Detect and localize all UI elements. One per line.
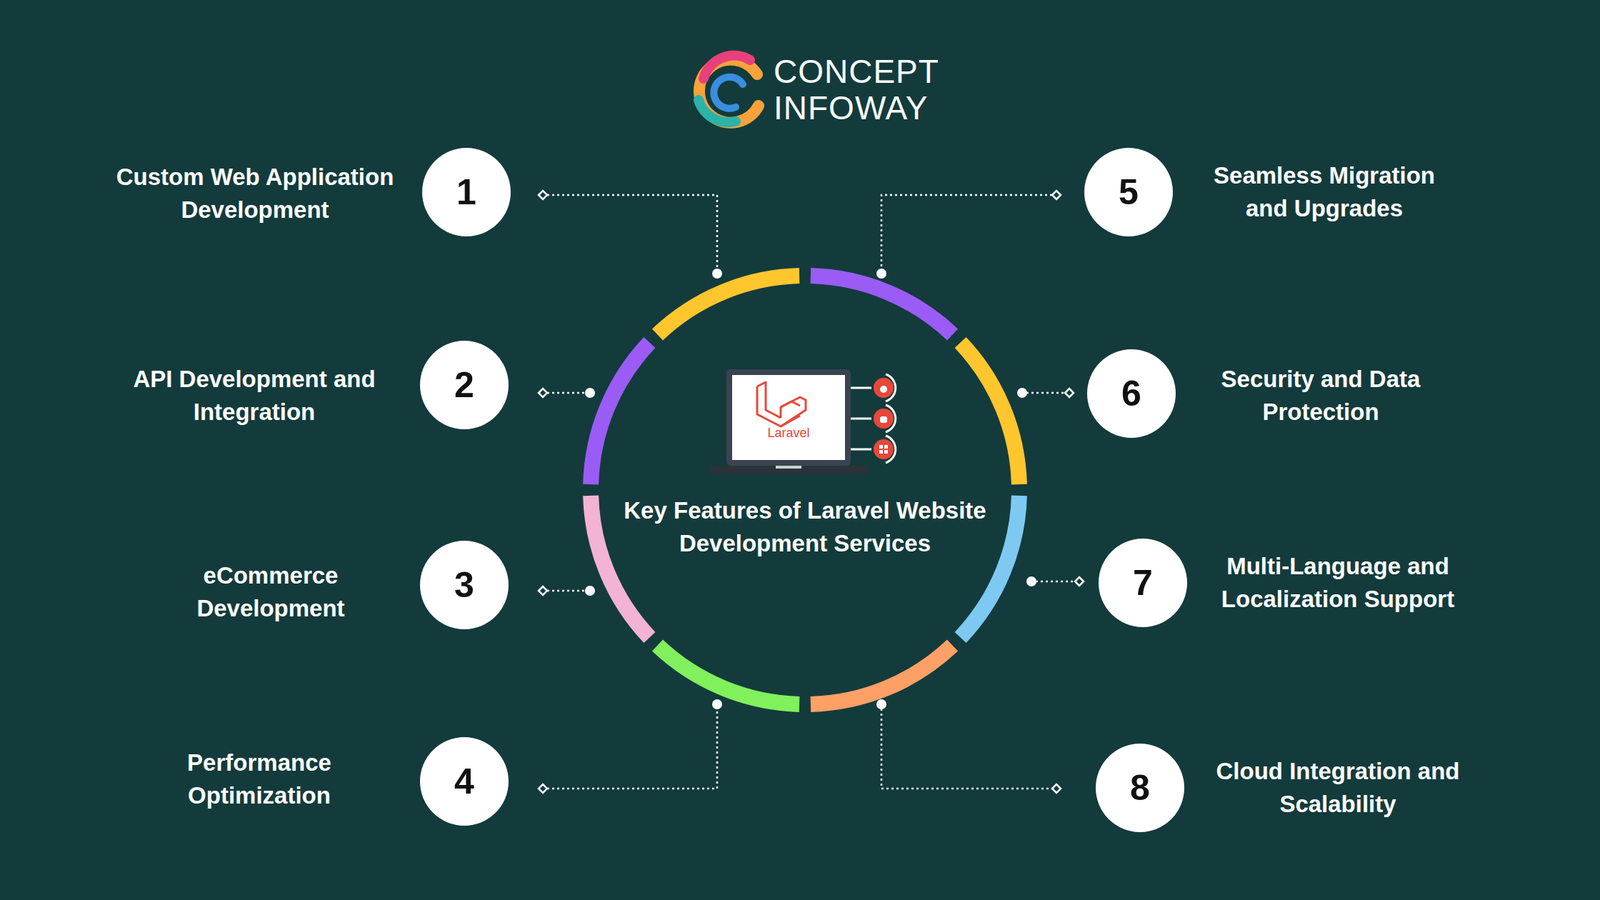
feature-label: Multi-Language and Localization Support	[1195, 550, 1481, 616]
feature-label: Performance Optimization	[173, 746, 345, 813]
callout-number: 5	[1118, 171, 1139, 213]
callout-number: 7	[1132, 562, 1153, 604]
ring-segment	[657, 275, 800, 335]
feature-label: Seamless Migration and Upgrades	[1195, 159, 1453, 225]
ring-segment	[810, 275, 953, 335]
number-circle: 1Custom Web Application Development	[422, 147, 511, 237]
feature-label: API Development and Integration	[111, 362, 398, 429]
ring-segment	[810, 645, 953, 705]
ring-segment	[657, 645, 800, 705]
callout-number: 4	[454, 760, 475, 803]
feature-label: eCommerce Development	[177, 559, 364, 625]
leader-dots	[585, 268, 1037, 710]
leader-lines	[547, 195, 1075, 789]
diagram-title: Key Features of Laravel Website Developm…	[597, 494, 1013, 560]
leader-diamonds	[538, 190, 1084, 793]
logo-text: CONCEPT	[773, 53, 940, 90]
ring-segment	[590, 342, 650, 485]
ring-segment	[960, 342, 1020, 485]
number-circle: 6Security and Data Protection	[1087, 349, 1176, 438]
laptop-label: Laravel	[767, 426, 810, 441]
number-circle: 7Multi-Language and Localization Support	[1098, 538, 1188, 628]
callout-number: 2	[454, 364, 475, 406]
number-circle: 5Seamless Migration and Upgrades	[1084, 147, 1173, 237]
callout-number: 8	[1130, 767, 1150, 809]
feature-label: Security and Data Protection	[1199, 362, 1443, 429]
logo-text: INFOWAY	[773, 90, 929, 127]
feature-label: Cloud Integration and Scalability	[1195, 755, 1481, 821]
number-circle: 4Performance Optimization	[420, 737, 509, 826]
feature-label: Custom Web Application Development	[101, 160, 409, 227]
logo-mark	[698, 55, 759, 123]
callout-number: 3	[454, 564, 475, 606]
number-circle: 3eCommerce Development	[420, 540, 509, 630]
laptop-illustration	[707, 369, 896, 475]
feature-ring	[590, 275, 1020, 705]
number-circle: 8Cloud Integration and Scalability	[1095, 743, 1185, 833]
callout-number: 1	[456, 171, 477, 213]
number-circle: 2API Development and Integration	[420, 340, 509, 430]
callout-number: 6	[1121, 372, 1142, 415]
